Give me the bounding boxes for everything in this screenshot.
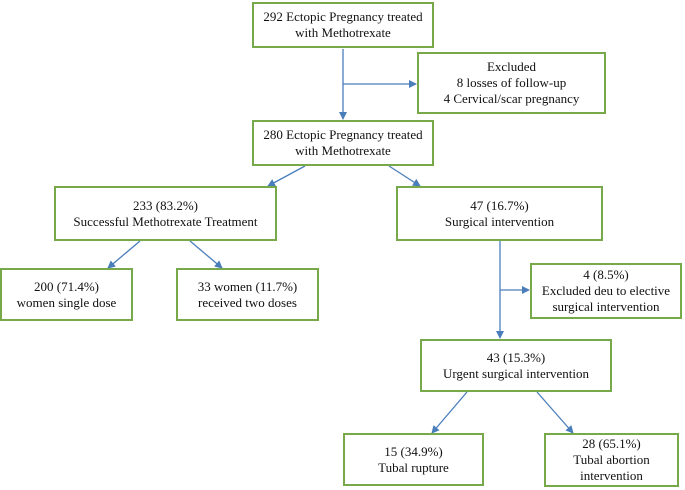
node-line: 280 Ectopic Pregnancy treated xyxy=(263,127,423,142)
node-tubal-abortion: 28 (65.1%) Tubal abortion intervention xyxy=(544,433,679,487)
arrow-n4-to-n6 xyxy=(107,240,141,269)
node-line: Urgent surgical intervention xyxy=(442,365,590,381)
node-line: Tubal rupture xyxy=(378,459,449,475)
node-line: Excluded deu to elective xyxy=(541,283,671,298)
arrow-n9-to-n10 xyxy=(431,391,468,434)
node-292-ectopic-treated: 292 Ectopic Pregnancy treated with Metho… xyxy=(252,2,434,48)
node-surgical-intervention: 47 (16.7%) Surgical intervention xyxy=(396,186,603,241)
node-line: Successful Methotrexate Treatment xyxy=(73,213,258,229)
node-line: with Methotrexate xyxy=(295,143,391,158)
node-line: Surgical intervention xyxy=(444,213,555,229)
node-line: 200 (71.4%) xyxy=(34,278,99,294)
node-excluded-elective: 4 (8.5%) Excluded deu to elective surgic… xyxy=(530,263,682,319)
node-line: 8 losses of follow-up xyxy=(456,75,567,90)
node-line: 292 Ectopic Pregnancy treated xyxy=(263,9,423,24)
arrow-n3-to-n4 xyxy=(267,165,306,187)
node-line: 233 (83.2%) xyxy=(133,197,198,213)
arrow-n4-to-n7 xyxy=(189,240,223,269)
node-line: 28 (65.1%) xyxy=(582,436,641,451)
node-urgent-surgical: 43 (15.3%) Urgent surgical intervention xyxy=(420,339,612,392)
node-line: 47 (16.7%) xyxy=(470,197,529,213)
node-line: received two doses xyxy=(198,294,297,310)
node-line: women single dose xyxy=(16,294,117,310)
node-line: 33 women (11.7%) xyxy=(197,278,298,294)
node-line: 4 Cervical/scar pregnancy xyxy=(443,91,580,106)
node-line: Excluded xyxy=(486,59,537,74)
node-line: surgical intervention xyxy=(552,299,660,314)
node-line: 43 (15.3%) xyxy=(486,349,546,365)
node-line: with Methotrexate xyxy=(295,25,391,40)
node-line: Tubal abortion xyxy=(573,452,650,467)
node-single-dose: 200 (71.4%) women single dose xyxy=(0,268,133,321)
node-tubal-rupture: 15 (34.9%) Tubal rupture xyxy=(343,433,484,486)
node-280-ectopic-treated: 280 Ectopic Pregnancy treated with Metho… xyxy=(252,120,434,166)
node-two-doses: 33 women (11.7%) received two doses xyxy=(176,268,319,321)
node-line: 4 (8.5%) xyxy=(583,267,629,282)
arrow-n3-to-n5 xyxy=(388,165,421,187)
node-line: intervention xyxy=(580,468,643,483)
arrow-n9-to-n11 xyxy=(536,391,574,434)
node-excluded: Excluded 8 losses of follow-up 4 Cervica… xyxy=(417,52,606,114)
node-successful-methotrexate: 233 (83.2%) Successful Methotrexate Trea… xyxy=(54,186,277,241)
node-line: 15 (34.9%) xyxy=(384,443,443,459)
